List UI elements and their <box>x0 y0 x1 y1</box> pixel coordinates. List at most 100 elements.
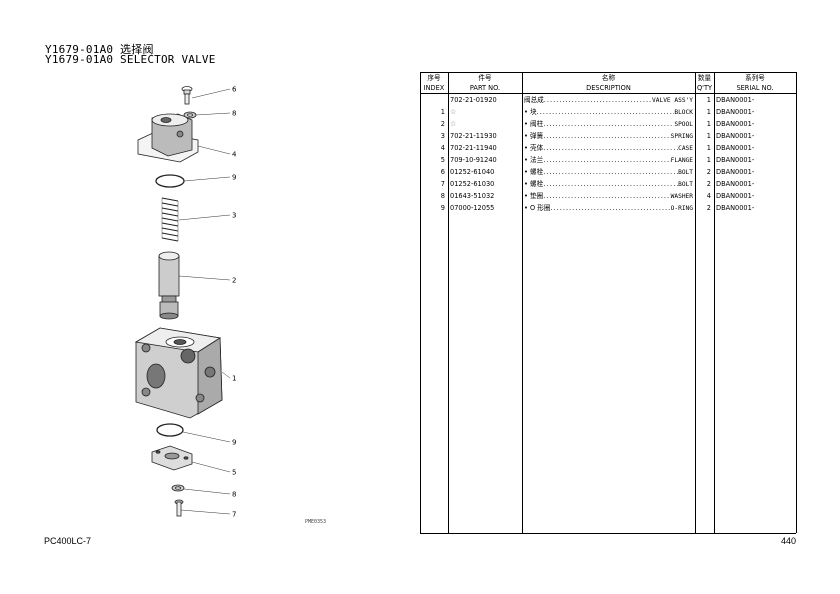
col-header-qty-cn: 数量 <box>695 72 714 83</box>
drawing-id: PME0353 <box>305 519 327 525</box>
table-border-left <box>420 72 421 533</box>
col-header-index-en: INDEX <box>420 83 448 94</box>
row-part-number: 709-10-91240 <box>450 155 497 164</box>
row-quantity: 1 <box>706 107 711 116</box>
col-header-qty-en: Q'TY <box>695 83 714 94</box>
footer-rule <box>420 533 796 534</box>
row-part-number: 01643-51032 <box>450 191 495 200</box>
case-4-drawing <box>137 113 199 163</box>
leader-dots: ........................................… <box>543 167 678 176</box>
column-divider <box>448 72 449 533</box>
table-row: 1☆• 块...................................… <box>420 106 796 118</box>
row-description: • 螺栓....................................… <box>522 166 695 178</box>
leader-dots: ........................................… <box>543 155 671 164</box>
row-index: 4 <box>440 143 445 152</box>
row-desc-en: FLANGE <box>670 156 693 164</box>
leader-dots: ........................................… <box>543 143 678 152</box>
callout-number: 8 <box>232 110 236 118</box>
row-desc-en: BOLT <box>678 168 693 176</box>
flange-5-drawing <box>151 445 193 471</box>
row-desc-en: SPRING <box>670 132 693 140</box>
leader-dots: ........................................… <box>550 203 670 212</box>
row-desc-cn: • 块 <box>524 107 537 116</box>
row-description: • O 形圈..................................… <box>522 202 695 214</box>
row-quantity: 1 <box>706 131 711 140</box>
row-index: 2 <box>440 119 445 128</box>
row-quantity: 2 <box>706 179 711 188</box>
col-header-serial-cn: 系列号 <box>714 72 796 83</box>
column-divider <box>522 72 523 533</box>
washer-8-top-drawing <box>183 111 197 119</box>
row-quantity: 2 <box>706 203 711 212</box>
row-desc-cn: • 螺栓 <box>524 179 544 188</box>
row-desc-en: O-RING <box>670 204 693 212</box>
row-index <box>420 94 448 107</box>
row-serial: DBAN0001- <box>716 203 755 212</box>
row-quantity: 1 <box>706 143 711 152</box>
col-header-index-cn: 序号 <box>420 72 448 83</box>
row-index: 3 <box>440 131 445 140</box>
callout-number: 9 <box>232 174 236 182</box>
page-number: 440 <box>780 536 796 546</box>
leader-dots: ........................................… <box>543 131 671 140</box>
page-title-en: Y1679-01A0 SELECTOR VALVE <box>45 53 216 66</box>
row-part-number: 702-21-01920 <box>450 95 497 104</box>
col-header-partno-en: PART NO. <box>448 83 522 94</box>
leader-dots: ........................................… <box>543 95 653 104</box>
callout-number: 3 <box>232 212 236 220</box>
row-index: 8 <box>440 191 445 200</box>
table-row: 7 01252-61030 • 螺栓........................… <box>420 178 796 190</box>
callout-number: 7 <box>232 511 236 519</box>
leader-dots: ........................................… <box>536 107 675 116</box>
row-index: 7 <box>440 179 445 188</box>
row-serial: DBAN0001- <box>716 131 755 140</box>
row-quantity: 2 <box>706 167 711 176</box>
row-serial: DBAN0001- <box>716 179 755 188</box>
parts-list-table: 序号 件号 名称 数量 系列号 INDEX PART NO. DESCRIPTI… <box>420 72 796 214</box>
spool-2-drawing <box>158 251 180 320</box>
row-desc-cn: • 法兰 <box>524 155 544 164</box>
row-index: 9 <box>440 203 445 212</box>
row-desc-en: BLOCK <box>674 108 693 116</box>
table-row: 8 01643-51032 • 垫圈........................… <box>420 190 796 202</box>
callout-number: 8 <box>232 491 236 499</box>
row-desc-en: SPOOL <box>674 120 693 128</box>
row-serial: DBAN0001- <box>716 191 755 200</box>
row-part-number: 702-21-11930 <box>450 131 497 140</box>
column-divider <box>695 72 696 533</box>
callout-number: 6 <box>232 86 237 94</box>
leader-dots: ........................................… <box>543 179 678 188</box>
row-desc-cn: • 垫圈 <box>524 191 544 200</box>
row-desc-cn: • 阀柱 <box>524 119 544 128</box>
row-desc-en: VALVE ASS'Y <box>652 96 693 104</box>
row-quantity: 1 <box>706 95 711 104</box>
table-border-right <box>796 72 797 533</box>
row-serial: DBAN0001- <box>716 119 755 128</box>
callout-number: 9 <box>232 439 236 447</box>
callout-number: 1 <box>232 375 236 383</box>
row-description: • 垫圈....................................… <box>522 190 695 202</box>
row-index: 1 <box>440 107 445 116</box>
column-divider <box>714 72 715 533</box>
bolt-7-drawing <box>174 499 184 517</box>
col-header-desc-cn: 名称 <box>522 72 695 83</box>
col-header-partno-cn: 件号 <box>448 72 522 83</box>
row-quantity: 1 <box>706 119 711 128</box>
leader-dots: ........................................… <box>543 119 674 128</box>
row-desc-cn: • 壳体 <box>524 143 544 152</box>
row-part-number: 01252-61030 <box>450 179 495 188</box>
row-quantity: 4 <box>706 191 711 200</box>
col-header-desc-en: DESCRIPTION <box>522 83 695 94</box>
washer-8-bottom-drawing <box>171 484 185 492</box>
row-part-number: ☆ <box>450 119 457 128</box>
row-serial: DBAN0001- <box>716 107 755 116</box>
row-index: 6 <box>440 167 445 176</box>
row-desc-en: CASE <box>678 144 693 152</box>
callout-number: 4 <box>232 151 237 159</box>
